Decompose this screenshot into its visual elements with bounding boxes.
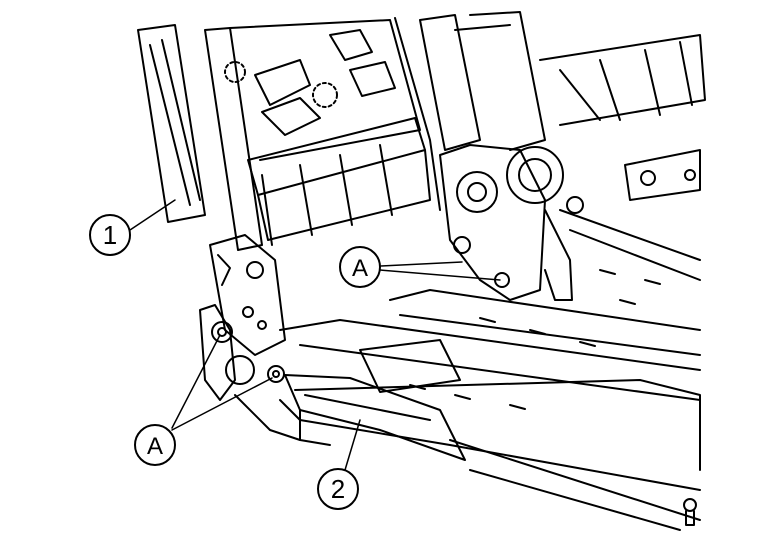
callout-1: 1 [89,214,131,256]
callout-a-upper: A [339,246,381,288]
callout-2-label: 2 [331,474,345,504]
left-seatback-frame [137,17,441,356]
slide-rail [284,374,701,531]
left-lower-bracket [199,304,697,526]
callout-a-lower-label: A [147,433,163,460]
leader-lines [129,199,501,471]
callout-a-upper-label: A [352,255,368,282]
seat-cushion-frame [279,209,701,491]
callout-1-label: 1 [103,220,117,250]
callout-a-lower: A [134,424,176,466]
callout-2: 2 [317,468,359,510]
right-seatback-frame [419,11,706,301]
